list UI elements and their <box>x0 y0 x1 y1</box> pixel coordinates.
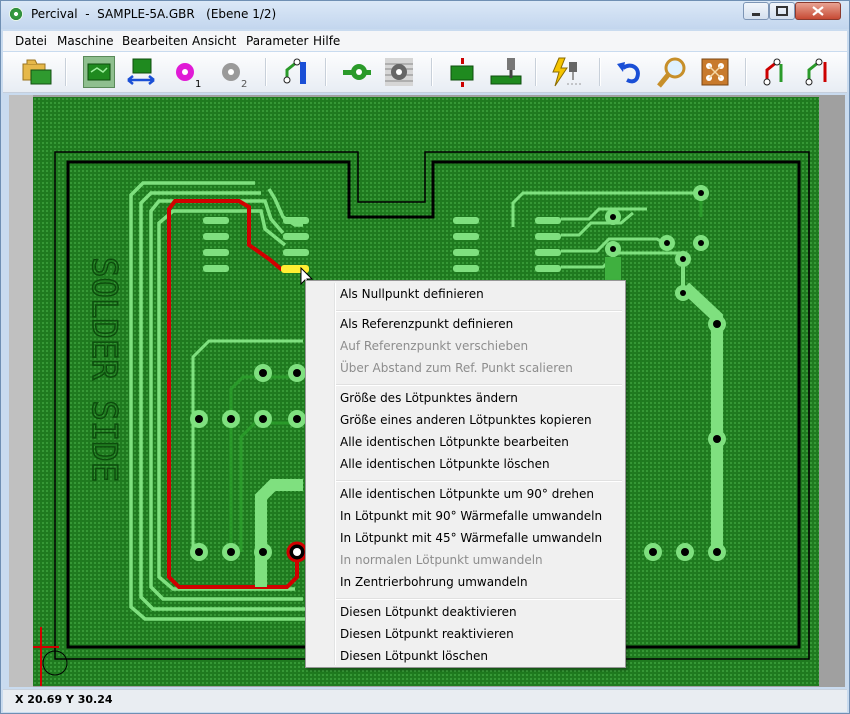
context-menu: Als Nullpunkt definieren Als Referenzpun… <box>305 280 626 668</box>
toolbar-separator <box>265 58 267 86</box>
pad-outline-icon <box>385 58 413 86</box>
route-1-button[interactable] <box>759 56 791 88</box>
route-2-button[interactable] <box>801 56 833 88</box>
drill-2-label: 2 <box>241 79 247 90</box>
ctx-centering-hole[interactable]: In Zentrierbohrung umwandeln <box>340 575 528 589</box>
trace-connect-icon <box>283 58 306 84</box>
pad-icon <box>343 64 371 80</box>
ic-pads-left <box>203 217 561 272</box>
lightning-drill-icon <box>552 57 581 87</box>
toolbar-separator <box>745 58 747 86</box>
menu-bearbeiten[interactable]: Bearbeiten <box>122 34 188 48</box>
ctx-scale-by-reference[interactable]: Über Abstand zum Ref. Punkt scalieren <box>340 361 573 375</box>
zoom-button[interactable] <box>655 56 687 88</box>
drill-2-icon: 2 <box>222 63 247 90</box>
board-layout-icon <box>701 58 729 86</box>
app-icon <box>9 7 23 21</box>
toolbar: 1 2 <box>3 52 847 93</box>
silkscreen-text: SOLDER SIDE <box>84 257 124 482</box>
ctx-move-to-reference[interactable]: Auf Referenzpunkt verschieben <box>340 339 529 353</box>
pad-button[interactable] <box>341 56 373 88</box>
lightning-drill-button[interactable] <box>549 56 581 88</box>
open-file-icon <box>22 59 52 85</box>
maximize-button[interactable] <box>769 2 795 20</box>
ctx-thermal-90[interactable]: In Lötpunkt mit 90° Wärmefalle umwandeln <box>340 509 603 523</box>
trace-bundle-left <box>129 181 305 621</box>
toolbar-separator <box>325 58 327 86</box>
pcb-view-icon <box>87 63 111 81</box>
route-1-icon <box>763 58 783 86</box>
context-menu-gutter <box>334 283 336 665</box>
menu-maschine[interactable]: Maschine <box>57 34 114 48</box>
trace-connect-button[interactable] <box>279 56 311 88</box>
close-button[interactable] <box>795 2 841 20</box>
pcb-tool-button[interactable] <box>447 56 479 88</box>
undo-button[interactable] <box>613 56 645 88</box>
ctx-edit-identical-pads[interactable]: Alle identischen Lötpunkte bearbeiten <box>340 435 569 449</box>
ground-trace <box>255 479 303 587</box>
title-bar[interactable]: Percival - SAMPLE-5A.GBR (Ebene 1/2) <box>1 1 849 29</box>
menu-bar: Datei Maschine Bearbeiten Ansicht Parame… <box>3 31 847 51</box>
open-file-button[interactable] <box>21 56 53 88</box>
pad-outline-button[interactable] <box>383 56 415 88</box>
toolbar-separator <box>65 58 67 86</box>
cursor-coordinates: X 20.69 Y 30.24 <box>15 693 113 706</box>
selected-trace <box>167 199 303 589</box>
toolbar-separator <box>599 58 601 86</box>
drill-1-icon: 1 <box>176 63 201 90</box>
ctx-separator <box>336 384 622 386</box>
ctx-rotate-identical-pads[interactable]: Alle identischen Lötpunkte um 90° drehen <box>340 487 594 501</box>
drill-2-button[interactable]: 2 <box>217 56 249 90</box>
ctx-deactivate-pad[interactable]: Diesen Lötpunkt deaktivieren <box>340 605 517 619</box>
origin-marker <box>33 627 68 686</box>
ctx-delete-identical-pads[interactable]: Alle identischen Lötpunkte löschen <box>340 457 550 471</box>
toolbar-separator <box>535 58 537 86</box>
ctx-separator <box>336 480 622 482</box>
pcb-view-button[interactable] <box>83 56 115 88</box>
board-layout-button[interactable] <box>699 56 731 88</box>
undo-icon <box>617 62 640 84</box>
zoom-icon <box>657 57 686 88</box>
toolbar-separator <box>431 58 433 86</box>
drill-1-label: 1 <box>195 79 201 90</box>
ctx-copy-pad-size[interactable]: Größe eines anderen Lötpunktes kopieren <box>340 413 592 427</box>
menu-parameter[interactable]: Parameter <box>246 34 309 48</box>
menu-datei[interactable]: Datei <box>15 34 48 48</box>
ctx-reactivate-pad[interactable]: Diesen Lötpunkt reaktivieren <box>340 627 514 641</box>
window-title: Percival - SAMPLE-5A.GBR (Ebene 1/2) <box>31 7 277 21</box>
mirror-pcb-icon <box>127 58 155 85</box>
menu-hilfe[interactable]: Hilfe <box>313 34 341 48</box>
canvas-left-margin <box>9 95 33 687</box>
ctx-normal-pad[interactable]: In normalen Lötpunkt umwandeln <box>340 553 543 567</box>
route-2-icon <box>805 58 827 86</box>
minimize-icon <box>752 13 760 16</box>
mill-icon <box>490 58 522 85</box>
ctx-set-reference[interactable]: Als Referenzpunkt definieren <box>340 317 514 331</box>
ctx-change-pad-size[interactable]: Größe des Lötpunktes ändern <box>340 391 518 405</box>
ctx-delete-pad[interactable]: Diesen Lötpunkt löschen <box>340 649 488 663</box>
ctx-set-origin[interactable]: Als Nullpunkt definieren <box>340 287 484 301</box>
mirror-pcb-button[interactable] <box>125 56 157 88</box>
minimize-button[interactable] <box>743 2 769 20</box>
ctx-thermal-45[interactable]: In Lötpunkt mit 45° Wärmefalle umwandeln <box>340 531 603 545</box>
drill-pads <box>190 185 726 563</box>
maximize-icon <box>776 6 788 16</box>
drill-1-button[interactable]: 1 <box>171 56 203 90</box>
ctx-separator <box>336 310 622 312</box>
pcb-tool-icon <box>450 58 474 87</box>
mill-button[interactable] <box>489 56 522 88</box>
ctx-separator <box>336 598 622 600</box>
status-bar: X 20.69 Y 30.24 <box>3 689 847 712</box>
menu-ansicht[interactable]: Ansicht <box>192 34 237 48</box>
close-icon <box>812 6 824 16</box>
